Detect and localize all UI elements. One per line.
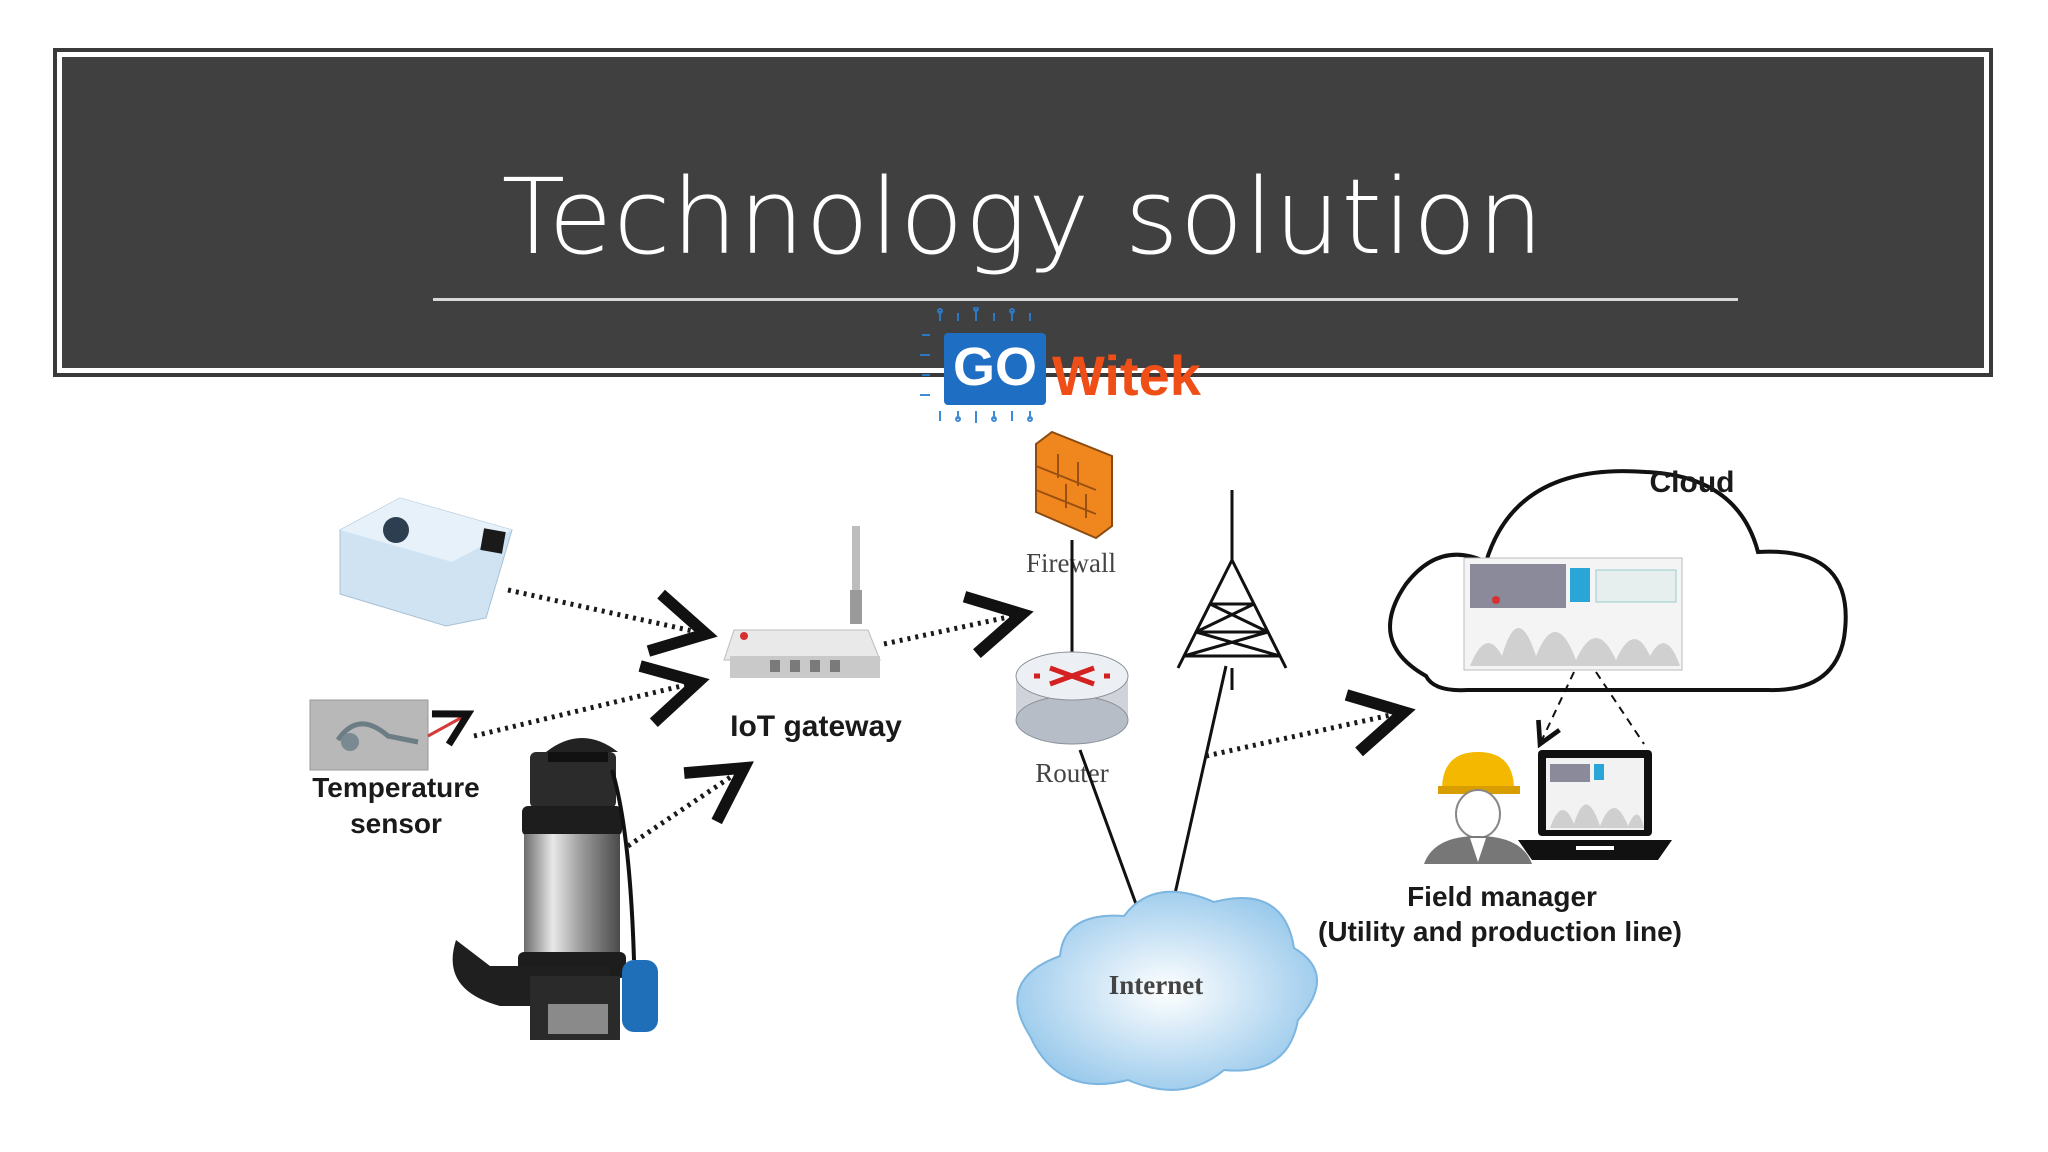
level-sensor-icon xyxy=(339,497,513,627)
gateway-to-network-arrow xyxy=(883,614,1022,644)
pump-float-switch xyxy=(622,960,658,1032)
logo-mark-text: GO xyxy=(953,337,1037,397)
iot-gateway-icon xyxy=(723,526,881,678)
iot-architecture-diagram: Temperature sensor IoT gateway xyxy=(309,430,1848,1091)
title-banner-background: Technology solution GO Witek xyxy=(62,57,1984,423)
tower-internet-link xyxy=(1168,665,1228,917)
circuit-traces xyxy=(920,307,1033,423)
field-manager-icon xyxy=(1424,752,1532,864)
temperature-sensor-label: Temperature xyxy=(312,772,480,803)
title-banner: Technology solution GO Witek xyxy=(53,48,1993,423)
internet-to-cloud-arrow xyxy=(1205,712,1404,759)
cloud-platform-icon xyxy=(1388,469,1848,693)
temperature-sensor-label-line2: sensor xyxy=(350,808,442,839)
temperature-sensor-arrow xyxy=(473,682,698,739)
iot-gateway-label: IoT gateway xyxy=(730,710,902,743)
laptop-icon xyxy=(1518,750,1672,860)
internet-label: Internet xyxy=(1109,970,1203,1000)
pump-arrow xyxy=(626,768,744,849)
logo-wordmark: Witek xyxy=(1052,344,1202,407)
cell-tower-icon xyxy=(1176,490,1288,690)
router-label: Router xyxy=(1035,758,1109,788)
temperature-sensor-icon xyxy=(309,699,468,771)
slide-title: Technology solution xyxy=(501,156,1545,278)
firewall-icon xyxy=(1035,430,1113,540)
field-manager-label: Field manager xyxy=(1407,881,1597,912)
title-divider xyxy=(433,298,1738,301)
gowitek-logo: GO Witek xyxy=(920,307,1202,423)
cloud-laptop-links xyxy=(1540,671,1645,744)
submersible-pump-icon xyxy=(452,738,658,1040)
cloud-label: Cloud xyxy=(1650,466,1735,499)
logo-mark-box xyxy=(944,333,1046,405)
router-icon xyxy=(1015,651,1129,745)
field-manager-sublabel: (Utility and production line) xyxy=(1318,916,1682,947)
sensor-links xyxy=(473,587,744,849)
internet-cloud-icon xyxy=(1016,890,1318,1091)
router-internet-link xyxy=(1078,749,1146,927)
level-sensor-arrow xyxy=(507,587,706,634)
